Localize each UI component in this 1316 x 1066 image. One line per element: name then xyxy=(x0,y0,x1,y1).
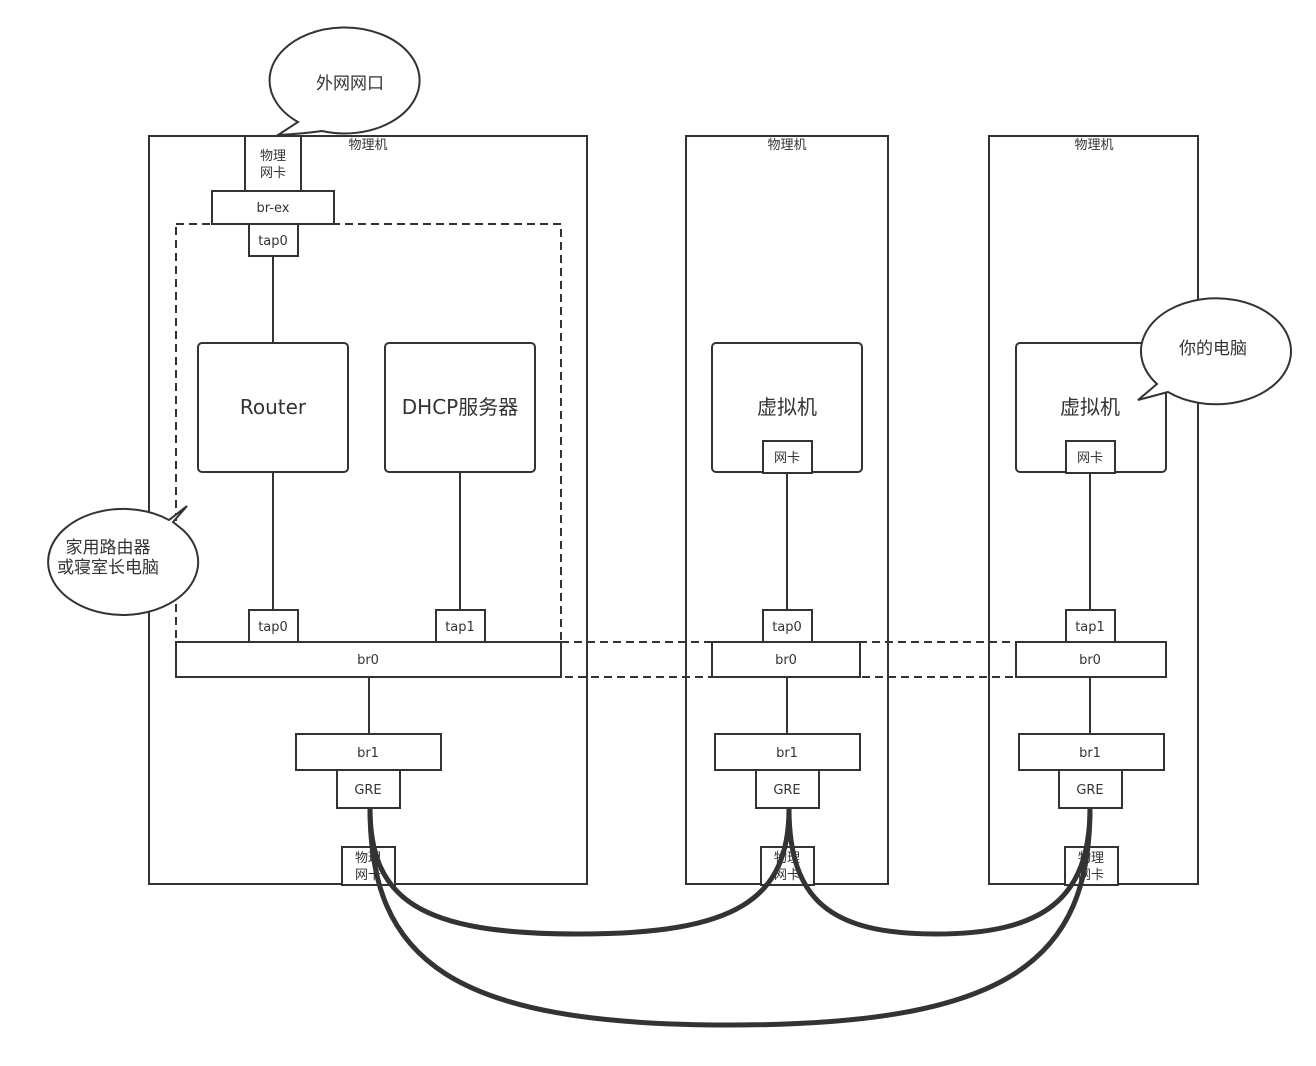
physical-nic-top-line1: 物理 xyxy=(260,149,286,164)
tap1-dhcp xyxy=(435,609,486,643)
tap1-dhcp-label: tap1 xyxy=(445,620,475,635)
gre-tunnel-2-3 xyxy=(786,807,1093,937)
physical-nic-top-line2: 网卡 xyxy=(260,166,286,181)
physical-nic-host2-line2: 网卡 xyxy=(774,868,800,883)
br0-link-1-2 xyxy=(560,641,713,678)
vm-host2-label: 虚拟机 xyxy=(757,395,817,419)
callout-your-pc-text: 你的电脑 xyxy=(1179,339,1247,359)
tap0-router xyxy=(248,609,299,643)
tap0-host2-label: tap0 xyxy=(772,620,802,635)
br0-host1-label: br0 xyxy=(357,653,379,668)
br0-host2-label: br0 xyxy=(775,653,797,668)
callout-external-port-text: 外网网口 xyxy=(316,74,384,94)
br1-host3-label: br1 xyxy=(1079,746,1101,761)
gre-host1-label: GRE xyxy=(354,783,381,798)
physical-host-3-title: 物理机 xyxy=(1074,138,1113,153)
callout-your-pc: 你的电脑 xyxy=(1137,297,1292,406)
vm-host3-nic-label: 网卡 xyxy=(1077,451,1103,466)
br0-host3 xyxy=(1015,641,1167,678)
router-label: Router xyxy=(240,395,307,419)
dhcp-server-box xyxy=(384,342,536,473)
br0-host3-label: br0 xyxy=(1079,653,1101,668)
router-box xyxy=(197,342,349,473)
callout-home-router-line1: 家用路由器 xyxy=(66,538,151,558)
gre-tunnel-1-2 xyxy=(367,807,792,937)
br1-host1-label: br1 xyxy=(357,746,379,761)
br0-host2 xyxy=(711,641,861,678)
br0-host1 xyxy=(175,641,562,678)
tap0-host2 xyxy=(762,609,813,643)
tap1-host3-label: tap1 xyxy=(1075,620,1105,635)
vm-host2-nic-label: 网卡 xyxy=(774,451,800,466)
gre-host2-label: GRE xyxy=(773,783,800,798)
dhcp-server-label: DHCP服务器 xyxy=(402,395,518,419)
tap0-top xyxy=(248,223,299,257)
br1-host1 xyxy=(295,733,442,771)
br1-host2-label: br1 xyxy=(776,746,798,761)
gre-tunnel-1-3 xyxy=(367,807,1093,1028)
br-ex-label: br-ex xyxy=(257,201,290,216)
vm-host3-nic xyxy=(1065,440,1116,474)
tap0-router-label: tap0 xyxy=(258,620,288,635)
gre-host3-label: GRE xyxy=(1076,783,1103,798)
callout-home-router-line2: 或寝室长电脑 xyxy=(57,557,159,578)
physical-host-1-title: 物理机 xyxy=(348,138,387,153)
tap0-top-label: tap0 xyxy=(258,234,288,249)
gre-host2 xyxy=(755,769,820,809)
vm-host3-label: 虚拟机 xyxy=(1060,395,1120,419)
vm-host2-nic xyxy=(762,440,813,474)
physical-nic-top xyxy=(244,135,302,193)
gre-host1 xyxy=(336,769,401,809)
callout-external-port: 外网网口 xyxy=(268,26,421,137)
physical-host-2-title: 物理机 xyxy=(767,138,806,153)
callout-home-router: 家用路由器 或寝室长电脑 xyxy=(47,505,200,616)
br1-host2 xyxy=(714,733,861,771)
tap1-host3 xyxy=(1065,609,1116,643)
